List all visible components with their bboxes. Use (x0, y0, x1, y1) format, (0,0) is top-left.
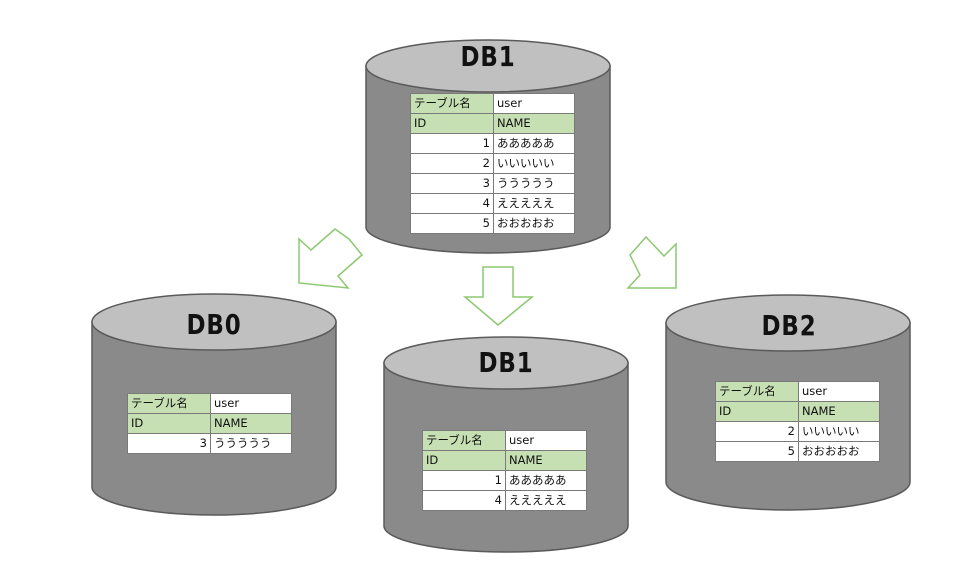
table-name-cell: user (798, 381, 880, 402)
column-header-name: NAME (493, 113, 575, 134)
id-cell: 5 (410, 213, 494, 234)
name-cell: いいいいい (798, 421, 880, 442)
id-cell: 2 (715, 421, 799, 442)
table-row: 5 おおおおお (410, 213, 575, 234)
arrow-down-icon (462, 266, 535, 326)
name-cell: ううううう (210, 433, 292, 454)
header-row: ID NAME (715, 401, 880, 422)
id-cell: 4 (422, 490, 506, 511)
table-name-row: テーブル名 user (422, 430, 587, 451)
name-cell: あああああ (493, 133, 575, 154)
table-name-row: テーブル名 user (410, 93, 575, 114)
table-label-cell: テーブル名 (422, 430, 506, 451)
table-label-cell: テーブル名 (127, 393, 211, 414)
table-row: 1 あああああ (410, 133, 575, 154)
id-cell: 3 (410, 173, 494, 194)
table-label-cell: テーブル名 (715, 381, 799, 402)
db-title: DB1 (478, 346, 534, 379)
name-cell: えええええ (493, 193, 575, 214)
table-row: 2 いいいいい (715, 421, 880, 442)
table-name-cell: user (505, 430, 587, 451)
name-cell: あああああ (505, 470, 587, 491)
column-header-id: ID (127, 413, 211, 434)
db-title: DB1 (460, 40, 516, 73)
id-cell: 4 (410, 193, 494, 214)
column-header-name: NAME (798, 401, 880, 422)
table-name-row: テーブル名 user (127, 393, 292, 414)
column-header-name: NAME (210, 413, 292, 434)
header-row: ID NAME (422, 450, 587, 471)
table-row: 3 ううううう (127, 433, 292, 454)
user-table: テーブル名 user ID NAME 3 ううううう (127, 393, 292, 454)
arrow-down-right-icon (626, 235, 677, 289)
header-row: ID NAME (410, 113, 575, 134)
id-cell: 1 (422, 470, 506, 491)
table-row: 3 ううううう (410, 173, 575, 194)
table-label-cell: テーブル名 (410, 93, 494, 114)
id-cell: 1 (410, 133, 494, 154)
name-cell: えええええ (505, 490, 587, 511)
arrow-down-left-icon (298, 228, 364, 289)
column-header-name: NAME (505, 450, 587, 471)
db-title: DB2 (761, 309, 817, 342)
table-row: 4 えええええ (410, 193, 575, 214)
header-row: ID NAME (127, 413, 292, 434)
name-cell: いいいいい (493, 153, 575, 174)
column-header-id: ID (715, 401, 799, 422)
table-row: 5 おおおおお (715, 441, 880, 462)
table-row: 1 あああああ (422, 470, 587, 491)
table-row: 4 えええええ (422, 490, 587, 511)
id-cell: 3 (127, 433, 211, 454)
id-cell: 5 (715, 441, 799, 462)
table-name-row: テーブル名 user (715, 381, 880, 402)
user-table: テーブル名 user ID NAME 1 あああああ 2 いいいいい 3 ううう… (410, 93, 575, 234)
db-title: DB0 (186, 308, 242, 341)
name-cell: おおおおお (493, 213, 575, 234)
column-header-id: ID (422, 450, 506, 471)
user-table: テーブル名 user ID NAME 1 あああああ 4 えええええ (422, 430, 587, 511)
table-row: 2 いいいいい (410, 153, 575, 174)
user-table: テーブル名 user ID NAME 2 いいいいい 5 おおおおお (715, 381, 880, 462)
id-cell: 2 (410, 153, 494, 174)
name-cell: ううううう (493, 173, 575, 194)
table-name-cell: user (493, 93, 575, 114)
column-header-id: ID (410, 113, 494, 134)
name-cell: おおおおお (798, 441, 880, 462)
table-name-cell: user (210, 393, 292, 414)
